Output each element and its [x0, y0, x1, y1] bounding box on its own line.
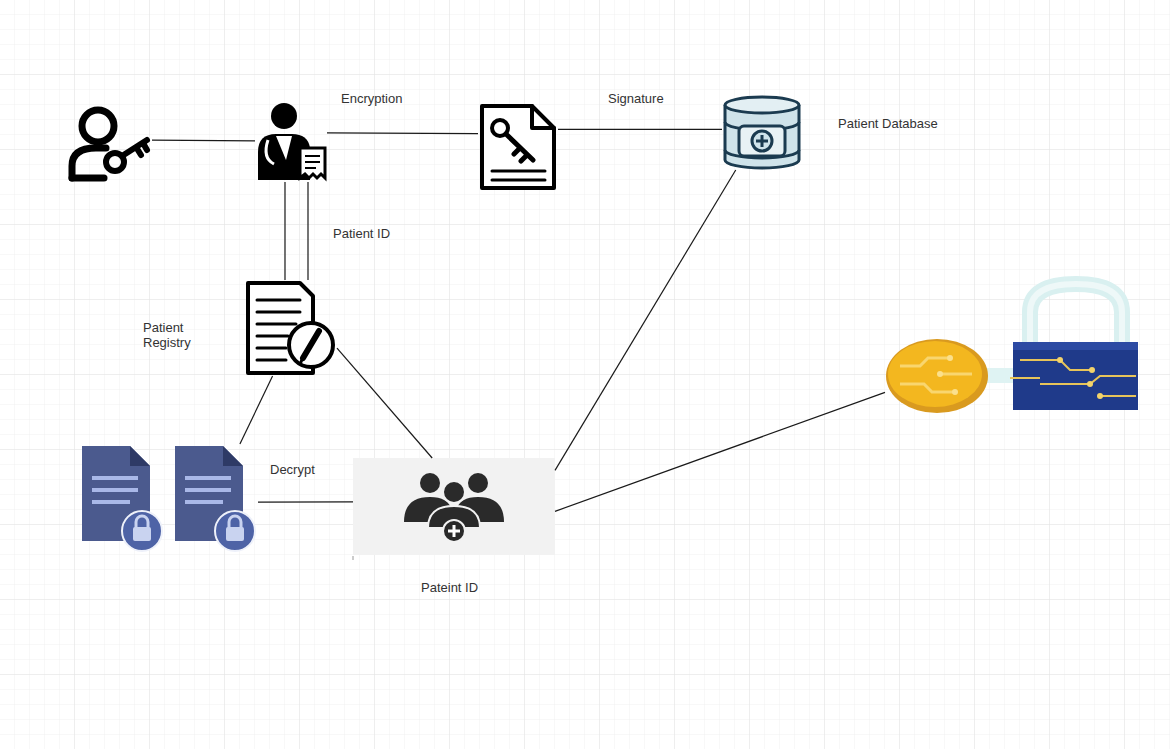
connector-label: Patient ID: [333, 226, 390, 241]
connector-label: Signature: [608, 91, 664, 106]
node-label: Patient Registry: [143, 320, 205, 350]
doctor-icon: [258, 103, 325, 180]
connector-line: [285, 182, 308, 280]
patient-group-icon: [353, 458, 555, 560]
connector-line: [555, 392, 885, 511]
node-label: Pateint ID: [421, 580, 478, 595]
coin-padlock-node: [885, 278, 1140, 438]
connector-line: [555, 170, 736, 470]
locked-documents-node: [80, 444, 258, 554]
user-key-node: [68, 103, 152, 185]
locked-documents-icon: [82, 446, 255, 551]
connector-line: [240, 376, 273, 444]
registry-node: Patient Registry: [245, 280, 337, 376]
database-icon: [725, 97, 799, 168]
connector-label: Encryption: [341, 91, 402, 106]
coin-padlock-illustration: [886, 284, 1138, 413]
connector-line: [258, 501, 353, 502]
key-document-node: [478, 103, 558, 191]
connector-label: Decrypt: [270, 462, 315, 477]
patient-group-node: Pateint ID: [353, 458, 555, 555]
doctor-node: [255, 100, 327, 182]
connector-line: [337, 348, 432, 458]
registry-document-icon: [248, 283, 333, 373]
node-label: Patient Database: [838, 116, 938, 131]
connector-line: [327, 132, 478, 134]
key-document-icon: [482, 106, 554, 188]
database-node: Patient Database: [722, 96, 802, 170]
connector-line: [558, 129, 722, 130]
connector-line: [152, 140, 255, 142]
user-key-icon: [72, 110, 147, 178]
